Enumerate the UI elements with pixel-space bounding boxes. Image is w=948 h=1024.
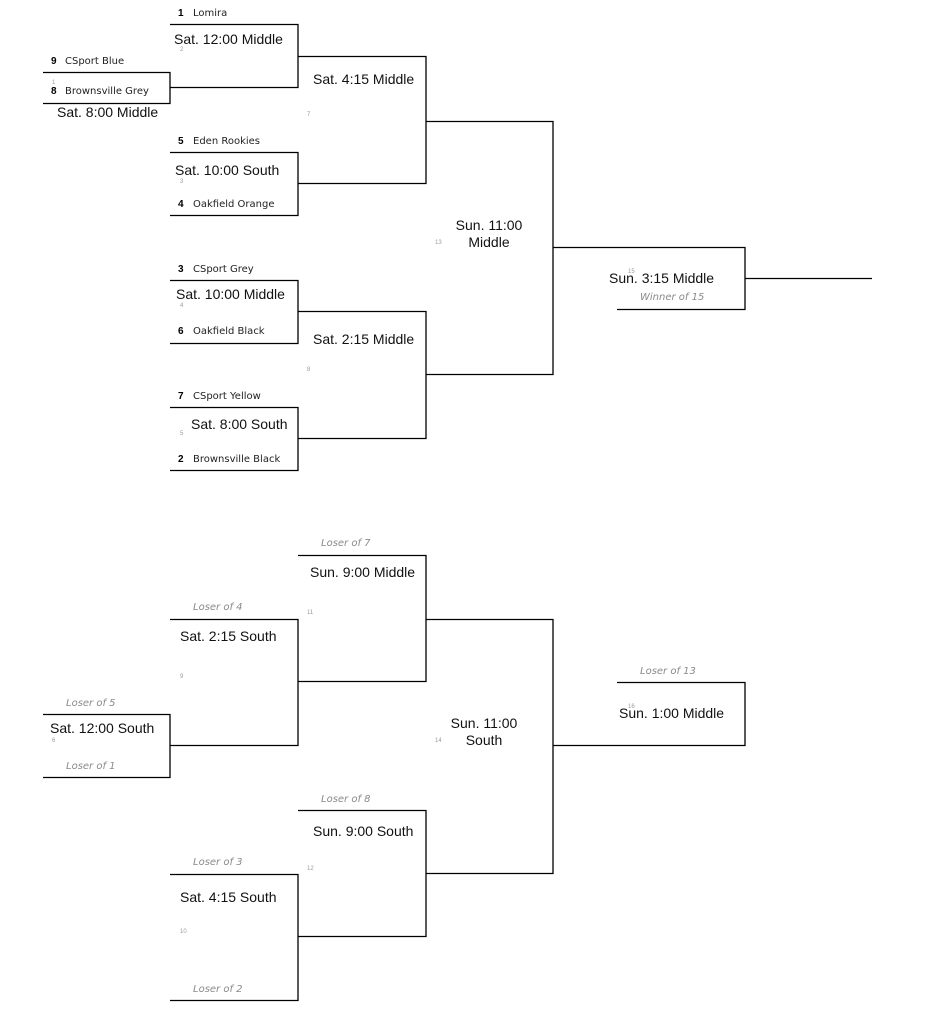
seed-number: 2 bbox=[178, 454, 184, 465]
game-time-line: Middle bbox=[468, 234, 510, 250]
game-time-label: Sat. 4:15 South bbox=[180, 889, 277, 905]
team-name: Eden Rookies bbox=[193, 136, 261, 147]
loser-placeholder: Loser of 13 bbox=[640, 666, 696, 677]
loser-placeholder: Loser of 3 bbox=[193, 857, 243, 868]
game-number: 15 bbox=[628, 269, 635, 275]
game-time-label: Sat. 10:00 South bbox=[175, 162, 280, 178]
game-number: 9 bbox=[180, 674, 184, 680]
seed-number: 5 bbox=[178, 136, 184, 147]
seed-number: 4 bbox=[178, 199, 184, 210]
seed-number: 7 bbox=[178, 391, 184, 402]
loser-placeholder: Loser of 7 bbox=[321, 538, 371, 549]
team-name: CSport Yellow bbox=[193, 391, 261, 402]
game-time-label: Sun. 11:00 South bbox=[443, 715, 525, 749]
loser-placeholder: Loser of 1 bbox=[66, 761, 116, 772]
game-time-label: Sat. 2:15 South bbox=[180, 628, 277, 644]
game-number: 12 bbox=[307, 866, 314, 872]
game-number: 4 bbox=[180, 303, 184, 309]
game-time-label: Sat. 2:15 Middle bbox=[313, 331, 415, 347]
game-number: 10 bbox=[180, 929, 187, 935]
game-time-label: Sat. 12:00 South bbox=[50, 720, 155, 736]
seed-number: 3 bbox=[178, 264, 184, 275]
seed-number: 9 bbox=[51, 56, 57, 67]
game-number: 5 bbox=[180, 431, 184, 437]
team-name: Brownsville Black bbox=[193, 454, 281, 465]
game-time-line: Sun. 11:00 bbox=[450, 715, 518, 731]
game-number: 7 bbox=[307, 112, 311, 118]
team-name: Lomira bbox=[193, 8, 228, 19]
loser-placeholder: Loser of 2 bbox=[193, 984, 243, 995]
seed-number: 1 bbox=[178, 8, 184, 19]
team-name: CSport Grey bbox=[193, 264, 254, 275]
winner-placeholder: Winner of 15 bbox=[640, 292, 705, 303]
game-number: 6 bbox=[52, 738, 56, 744]
game-number: 8 bbox=[307, 367, 311, 373]
loser-placeholder: Loser of 8 bbox=[321, 794, 371, 805]
team-name: Brownsville Grey bbox=[65, 86, 149, 97]
game-number: 11 bbox=[307, 610, 314, 616]
game-time-label: Sat. 8:00 South bbox=[191, 416, 288, 432]
seed-number: 6 bbox=[178, 326, 184, 337]
team-name: Oakfield Black bbox=[193, 326, 265, 337]
game-time-label: Sun. 1:00 Middle bbox=[619, 705, 725, 721]
team-name: CSport Blue bbox=[65, 56, 125, 67]
loser-placeholder: Loser of 5 bbox=[66, 698, 116, 709]
game-number: 16 bbox=[628, 704, 635, 710]
game-time-label: Sat. 8:00 Middle bbox=[57, 104, 159, 120]
loser-placeholder: Loser of 4 bbox=[193, 602, 243, 613]
seed-number: 8 bbox=[51, 86, 57, 97]
game-number: 2 bbox=[180, 47, 184, 53]
game-time-label: Sat. 10:00 Middle bbox=[176, 286, 285, 302]
game-time-label: Sun. 11:00 Middle bbox=[448, 217, 530, 251]
game-time-label: Sun. 3:15 Middle bbox=[609, 270, 715, 286]
team-name: Oakfield Orange bbox=[193, 199, 275, 210]
game-number: 1 bbox=[52, 80, 56, 86]
game-time-label: Sun. 9:00 South bbox=[313, 823, 414, 839]
game-number: 3 bbox=[180, 179, 184, 185]
game-number: 14 bbox=[435, 738, 442, 744]
game-time-label: Sat. 4:15 Middle bbox=[313, 71, 415, 87]
game-time-line: Sun. 11:00 bbox=[455, 217, 523, 233]
game-number: 13 bbox=[435, 240, 442, 246]
game-time-line: South bbox=[465, 732, 503, 748]
game-time-label: Sun. 9:00 Middle bbox=[310, 564, 416, 580]
game-time-label: Sat. 12:00 Middle bbox=[174, 31, 283, 47]
